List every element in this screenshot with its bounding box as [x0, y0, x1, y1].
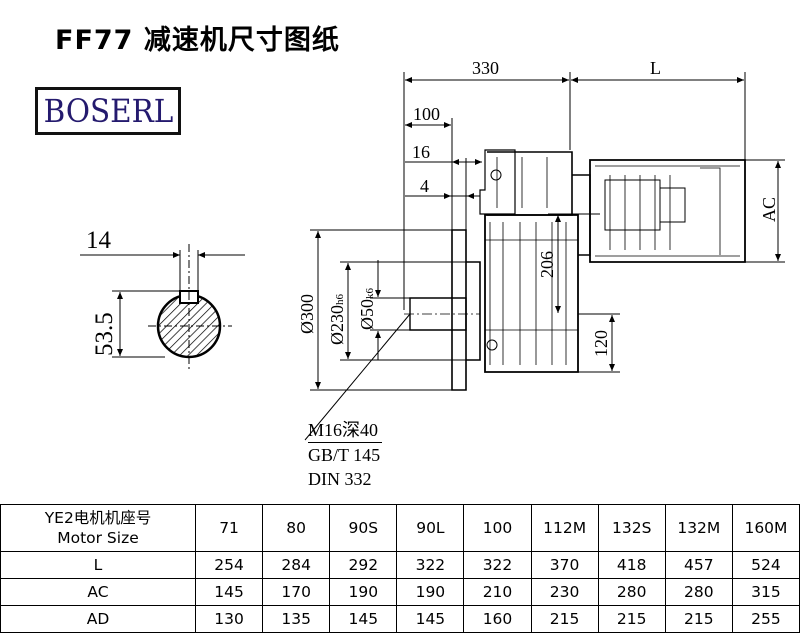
table-cell: 280	[597, 578, 666, 606]
table-cell: 135	[262, 605, 331, 633]
gearbox-outline	[404, 149, 746, 391]
table-cell: 145	[329, 605, 398, 633]
table-header-cell: 132S	[597, 504, 666, 552]
standard-note-1: GB/T 145	[308, 445, 381, 465]
table-row: AC 145 170 190 190 210 230 280 280 315	[0, 578, 800, 606]
table-cell: 145	[194, 578, 264, 606]
dim-ac-label: AC	[759, 197, 779, 222]
table-header-cell: 71	[194, 504, 264, 552]
standard-note-2: DIN 332	[308, 469, 372, 489]
table-cell: 322	[396, 551, 465, 579]
table-cell: 210	[463, 578, 532, 606]
table-header-label: YE2电机机座号 Motor Size	[0, 504, 196, 552]
dim-120-label: 120	[591, 330, 611, 357]
key-width-label: 14	[86, 227, 112, 254]
table-cell: 215	[530, 605, 599, 633]
table-cell: 524	[731, 551, 800, 579]
motor-size-table: YE2电机机座号 Motor Size 71 80 90S 90L 100 11…	[0, 504, 800, 633]
table-cell: 292	[329, 551, 398, 579]
brand-logo: BOSERL	[35, 87, 181, 135]
dim-330-label: 330	[472, 58, 499, 78]
table-header-cell: 80	[262, 504, 331, 552]
technical-drawing: 14 53.5	[80, 58, 785, 441]
table-header-cell: 132M	[664, 504, 733, 552]
logo-text: BOSERL	[43, 92, 173, 130]
table-cell: 418	[597, 551, 666, 579]
table-cell: 130	[194, 605, 264, 633]
table-header-cell: 90L	[396, 504, 465, 552]
row-label: AC	[0, 578, 196, 606]
table-header-cell: 112M	[530, 504, 599, 552]
table-header-row: YE2电机机座号 Motor Size 71 80 90S 90L 100 11…	[0, 504, 800, 552]
table-cell: 280	[664, 578, 733, 606]
dim-dia50-label: Ø50k6	[357, 288, 377, 331]
shaft-section-view	[80, 244, 245, 370]
table-header-cell: 160M	[731, 504, 800, 552]
key-height-label: 53.5	[91, 312, 118, 356]
table-row: AD 130 135 145 145 160 215 215 215 255	[0, 605, 800, 633]
dim-4-label: 4	[420, 176, 429, 196]
table-cell: 145	[396, 605, 465, 633]
table-cell: 230	[530, 578, 599, 606]
table-header-cell: 100	[463, 504, 532, 552]
dim-206-label: 206	[537, 251, 557, 278]
dim-dia300-label: Ø300	[297, 294, 317, 334]
row-label: AD	[0, 605, 196, 633]
thread-note: M16深40	[308, 418, 383, 443]
table-cell: 215	[597, 605, 666, 633]
table-cell: 190	[396, 578, 465, 606]
header-label-en: Motor Size	[57, 529, 139, 547]
table-cell: 254	[194, 551, 264, 579]
row-label: L	[0, 551, 196, 579]
table-cell: 170	[262, 578, 331, 606]
dim-dia230-label: Ø230h6	[327, 294, 347, 346]
table-cell: 457	[664, 551, 733, 579]
drawing-notes: M16深40 GB/T 145 DIN 332	[308, 418, 383, 491]
table-cell: 215	[664, 605, 733, 633]
dimension-lines	[304, 72, 785, 441]
table-cell: 190	[329, 578, 398, 606]
table-header-cell: 90S	[329, 504, 398, 552]
table-cell: 255	[731, 605, 800, 633]
dim-16-label: 16	[412, 142, 430, 162]
table-cell: 160	[463, 605, 532, 633]
table-row: L 254 284 292 322 322 370 418 457 524	[0, 551, 800, 579]
dim-100-label: 100	[413, 104, 440, 124]
table-cell: 315	[731, 578, 800, 606]
table-cell: 370	[530, 551, 599, 579]
page-title: FF77 减速机尺寸图纸	[55, 25, 340, 56]
header-label-cn: YE2电机机座号	[44, 509, 152, 527]
table-cell: 284	[262, 551, 331, 579]
table-cell: 322	[463, 551, 532, 579]
dim-L-label: L	[650, 58, 661, 78]
